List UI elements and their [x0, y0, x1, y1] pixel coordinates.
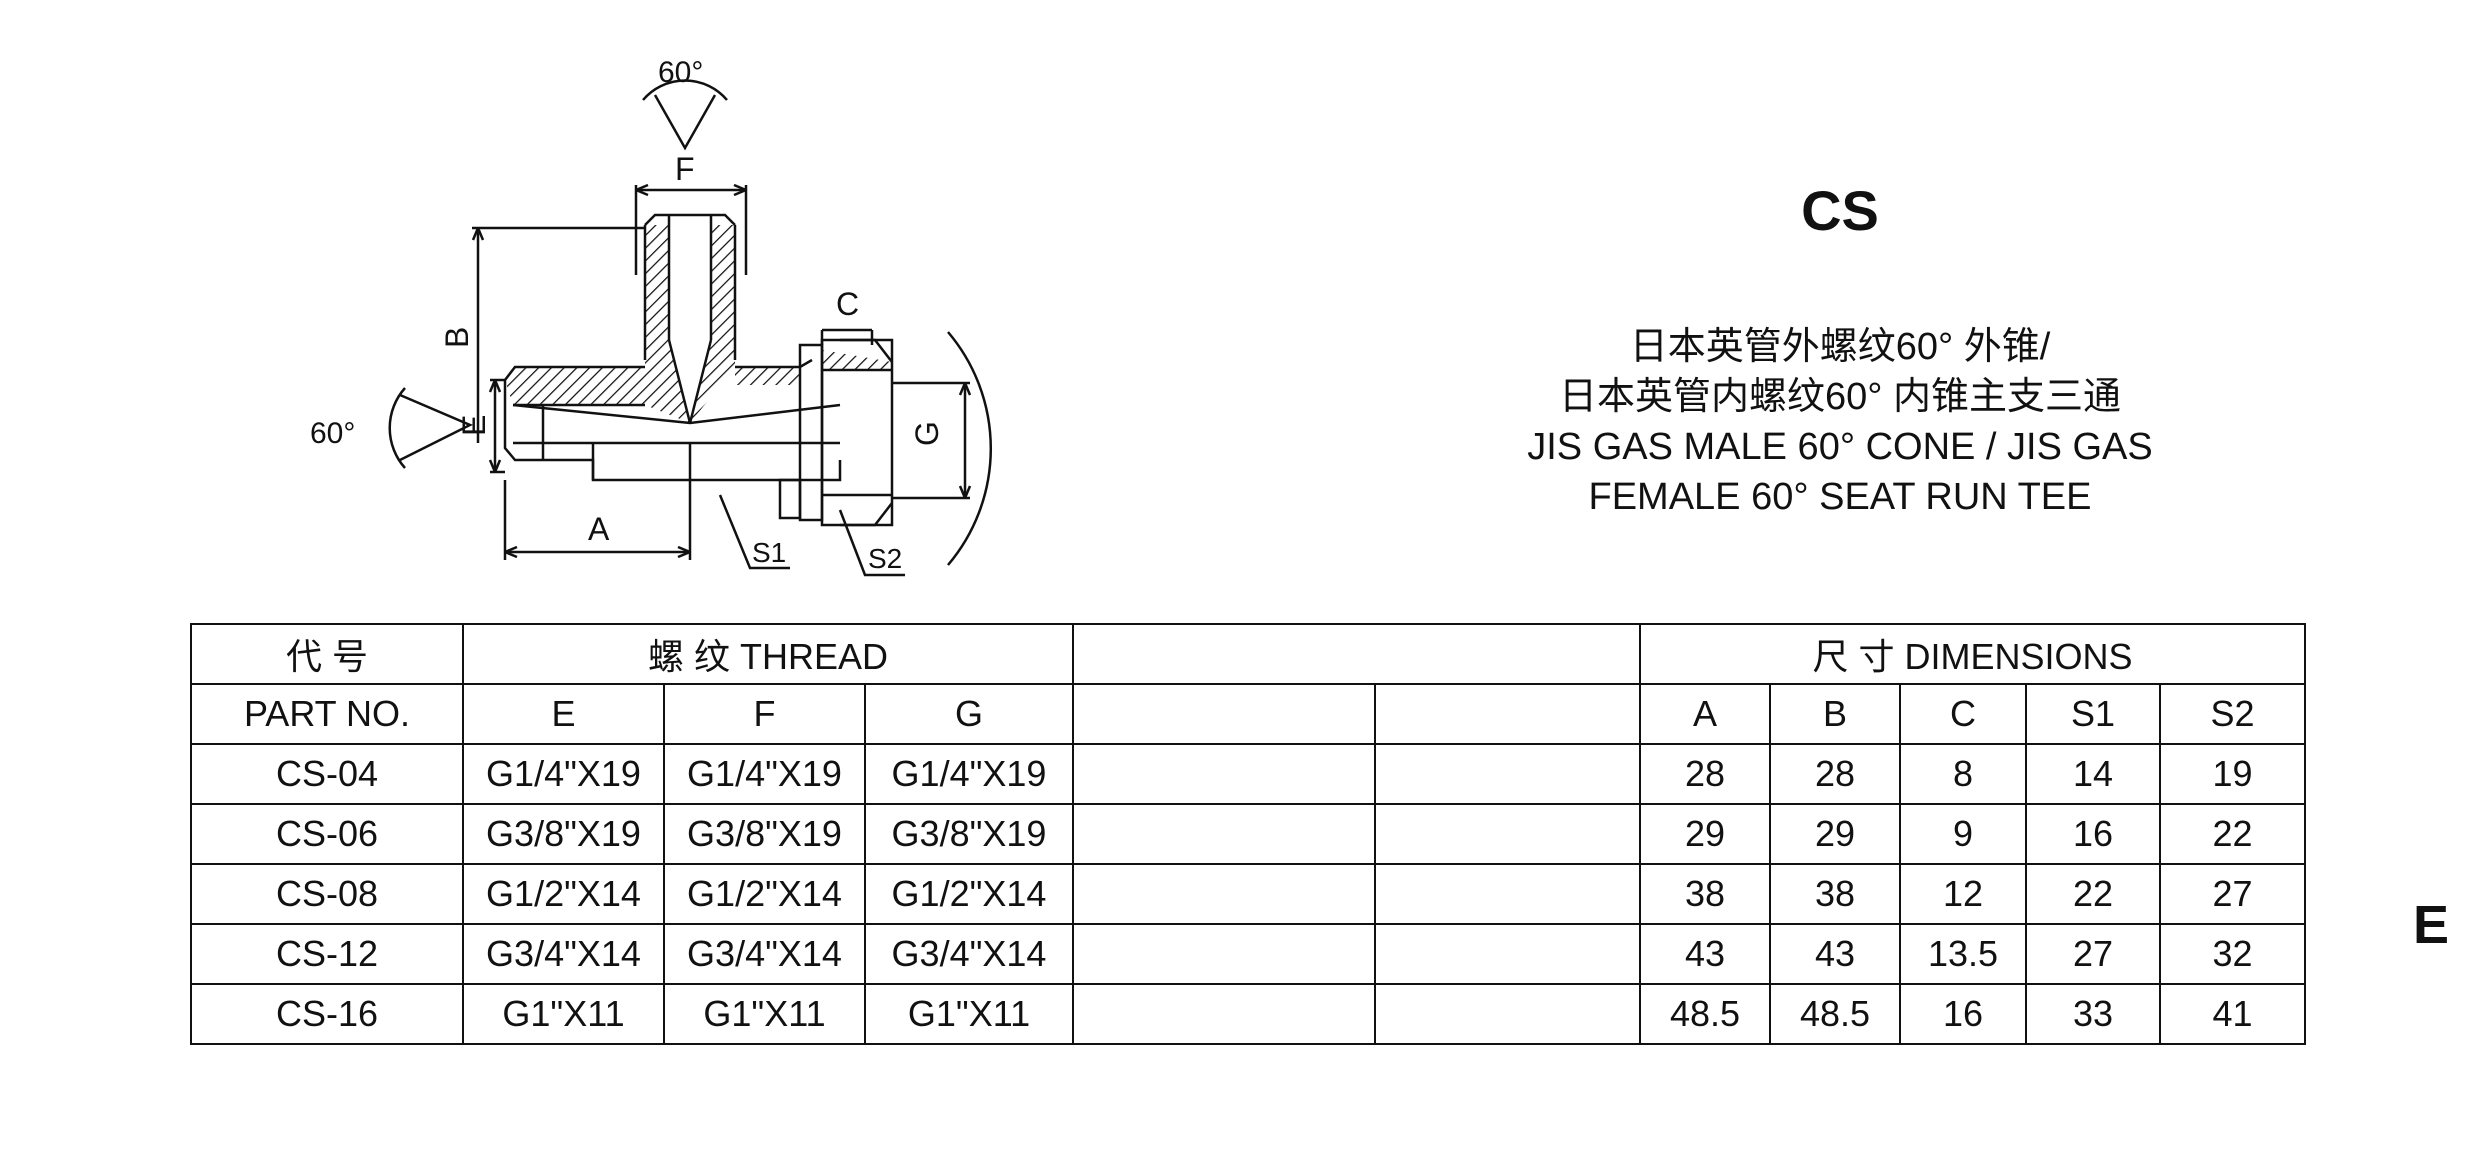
product-description: 日本英管外螺纹60° 外锥/ 日本英管内螺纹60° 内锥主支三通 JIS GAS…: [1420, 322, 2260, 522]
dim-A-label: A: [588, 511, 610, 547]
description-cn-line1: 日本英管外螺纹60° 外锥/: [1629, 326, 2051, 368]
blank-cell: [1072, 983, 1376, 1045]
thread-E-cell: G3/4"X14: [462, 923, 665, 985]
thread-G-cell: G1/4"X19: [864, 743, 1074, 805]
dim-S1-cell: 33: [2025, 983, 2161, 1045]
blank-cell: [1374, 863, 1641, 925]
col-header-A: A: [1639, 683, 1771, 745]
dim-B-cell: 29: [1769, 803, 1901, 865]
angle-top-label: 60°: [658, 56, 703, 89]
dim-C-label: C: [836, 286, 859, 322]
dim-A-cell: 43: [1639, 923, 1771, 985]
product-code: CS: [1801, 179, 1879, 242]
dim-S2-cell: 19: [2159, 743, 2306, 805]
part-cell: CS-08: [190, 863, 464, 925]
dimensions-header: 尺 寸 DIMENSIONS: [1639, 623, 2306, 685]
thread-F-cell: G3/8"X19: [663, 803, 866, 865]
dim-S1-cell: 14: [2025, 743, 2161, 805]
blank-cell: [1072, 923, 1376, 985]
fitting-drawing: 60° F B C E 60° G A S1 S2: [310, 56, 992, 577]
thread-G-cell: G3/4"X14: [864, 923, 1074, 985]
dim-C-cell: 9: [1899, 803, 2027, 865]
dim-S2-label: S2: [868, 543, 902, 574]
thread-E-cell: G3/8"X19: [462, 803, 665, 865]
dim-S1-cell: 22: [2025, 863, 2161, 925]
dim-E-label: E: [456, 415, 492, 436]
dim-G-label: G: [909, 421, 945, 446]
dim-B-cell: 43: [1769, 923, 1901, 985]
thread-F-cell: G1/4"X19: [663, 743, 866, 805]
section-letter: E: [2413, 895, 2450, 955]
thread-F-cell: G1"X11: [663, 983, 866, 1045]
dim-B-cell: 28: [1769, 743, 1901, 805]
part-no-en-header: PART NO.: [190, 683, 464, 745]
blank-cell: [1072, 803, 1376, 865]
description-en-line2: FEMALE 60° SEAT RUN TEE: [1588, 476, 2092, 518]
table-row: CS-12 G3/4"X14 G3/4"X14 G3/4"X14 43 43 1…: [190, 923, 2306, 985]
thread-E-cell: G1/2"X14: [462, 863, 665, 925]
dim-S1-label: S1: [752, 537, 786, 568]
table-row: CS-08 G1/2"X14 G1/2"X14 G1/2"X14 38 38 1…: [190, 863, 2306, 925]
col-header-C: C: [1899, 683, 2027, 745]
col-header-S2: S2: [2159, 683, 2306, 745]
dim-F-label: F: [675, 151, 695, 187]
dim-S2-cell: 32: [2159, 923, 2306, 985]
dim-S1-cell: 16: [2025, 803, 2161, 865]
part-cell: CS-04: [190, 743, 464, 805]
dim-C-cell: 16: [1899, 983, 2027, 1045]
blank-cell: [1072, 863, 1376, 925]
col-header-S1: S1: [2025, 683, 2161, 745]
thread-header: 螺 纹 THREAD: [462, 623, 1074, 685]
col-header-E: E: [462, 683, 665, 745]
dim-S2-cell: 22: [2159, 803, 2306, 865]
blank-cell: [1072, 743, 1376, 805]
part-cell: CS-16: [190, 983, 464, 1045]
part-cell: CS-12: [190, 923, 464, 985]
thread-G-cell: G1/2"X14: [864, 863, 1074, 925]
description-cn-line2: 日本英管内螺纹60° 内锥主支三通: [1558, 376, 2122, 418]
section-hatching: [505, 225, 892, 423]
col-header-F: F: [663, 683, 866, 745]
blank-cell: [1374, 923, 1641, 985]
blank-cell: [1072, 683, 1376, 745]
angle-left-label: 60°: [310, 417, 355, 450]
dim-A-cell: 38: [1639, 863, 1771, 925]
dim-A-cell: 48.5: [1639, 983, 1771, 1045]
thread-G-cell: G1"X11: [864, 983, 1074, 1045]
thread-G-cell: G3/8"X19: [864, 803, 1074, 865]
blank-header: [1072, 623, 1641, 685]
dim-A-cell: 28: [1639, 743, 1771, 805]
table-row: CS-16 G1"X11 G1"X11 G1"X11 48.5 48.5 16 …: [190, 983, 2306, 1045]
dim-A-cell: 29: [1639, 803, 1771, 865]
thread-F-cell: G3/4"X14: [663, 923, 866, 985]
table-row: CS-06 G3/8"X19 G3/8"X19 G3/8"X19 29 29 9…: [190, 803, 2306, 865]
dim-S1-cell: 27: [2025, 923, 2161, 985]
dim-B-cell: 38: [1769, 863, 1901, 925]
dim-C-cell: 12: [1899, 863, 2027, 925]
part-cell: CS-06: [190, 803, 464, 865]
dim-B-cell: 48.5: [1769, 983, 1901, 1045]
blank-cell: [1374, 743, 1641, 805]
dim-C-cell: 13.5: [1899, 923, 2027, 985]
dim-S2-cell: 41: [2159, 983, 2306, 1045]
description-en-line1: JIS GAS MALE 60° CONE / JIS GAS: [1527, 426, 2153, 468]
table-row: CS-04 G1/4"X19 G1/4"X19 G1/4"X19 28 28 8…: [190, 743, 2306, 805]
dim-S2-cell: 27: [2159, 863, 2306, 925]
col-header-B: B: [1769, 683, 1901, 745]
blank-cell: [1374, 983, 1641, 1045]
dim-B-label: B: [439, 327, 475, 348]
blank-cell: [1374, 803, 1641, 865]
thread-E-cell: G1"X11: [462, 983, 665, 1045]
thread-E-cell: G1/4"X19: [462, 743, 665, 805]
blank-cell: [1374, 683, 1641, 745]
spec-table: 代 号 螺 纹 THREAD 尺 寸 DIMENSIONS PART NO. E…: [190, 623, 2306, 1045]
col-header-G: G: [864, 683, 1074, 745]
part-no-cn-header: 代 号: [190, 623, 464, 685]
thread-F-cell: G1/2"X14: [663, 863, 866, 925]
dim-C-cell: 8: [1899, 743, 2027, 805]
